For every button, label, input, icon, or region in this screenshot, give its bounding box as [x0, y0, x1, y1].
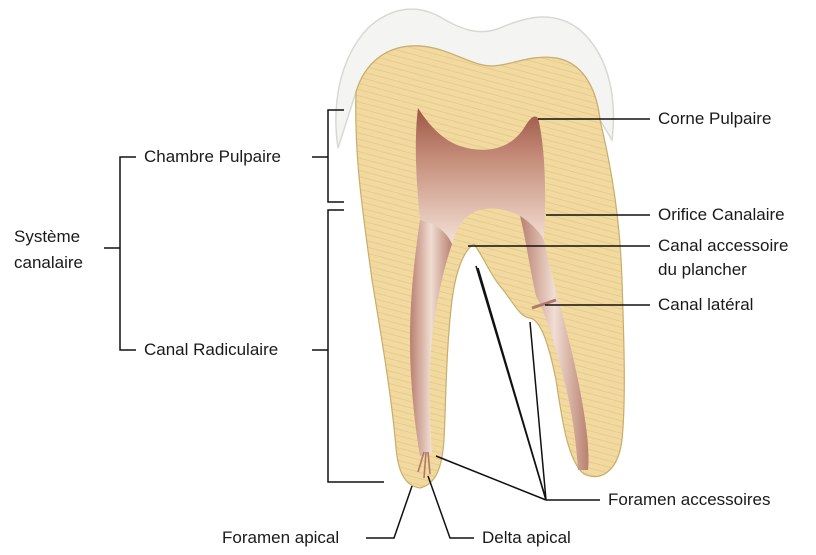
label-canal-lateral: Canal latéral — [658, 294, 753, 316]
label-foramen-apical: Foramen apical — [222, 527, 339, 549]
label-systeme-canalaire-1: Système — [14, 226, 80, 248]
label-delta-apical: Delta apical — [482, 527, 571, 549]
leader-foramen-4 — [436, 456, 546, 500]
label-systeme-canalaire-2: canalaire — [14, 252, 83, 274]
bracket-systeme-canalaire — [120, 157, 136, 350]
label-chambre-pulpaire: Chambre Pulpaire — [144, 146, 281, 168]
leader-delta-apical — [428, 476, 474, 538]
label-corne-pulpaire: Corne Pulpaire — [658, 108, 771, 130]
label-canal-accessoire-2: du plancher — [658, 259, 747, 281]
label-foramen-accessoires: Foramen accessoires — [608, 489, 771, 511]
label-canal-radiculaire: Canal Radiculaire — [144, 339, 278, 361]
label-canal-accessoire-1: Canal accessoire — [658, 235, 788, 257]
leader-foramen-apical — [366, 486, 412, 538]
label-orifice-canalaire: Orifice Canalaire — [658, 204, 785, 226]
